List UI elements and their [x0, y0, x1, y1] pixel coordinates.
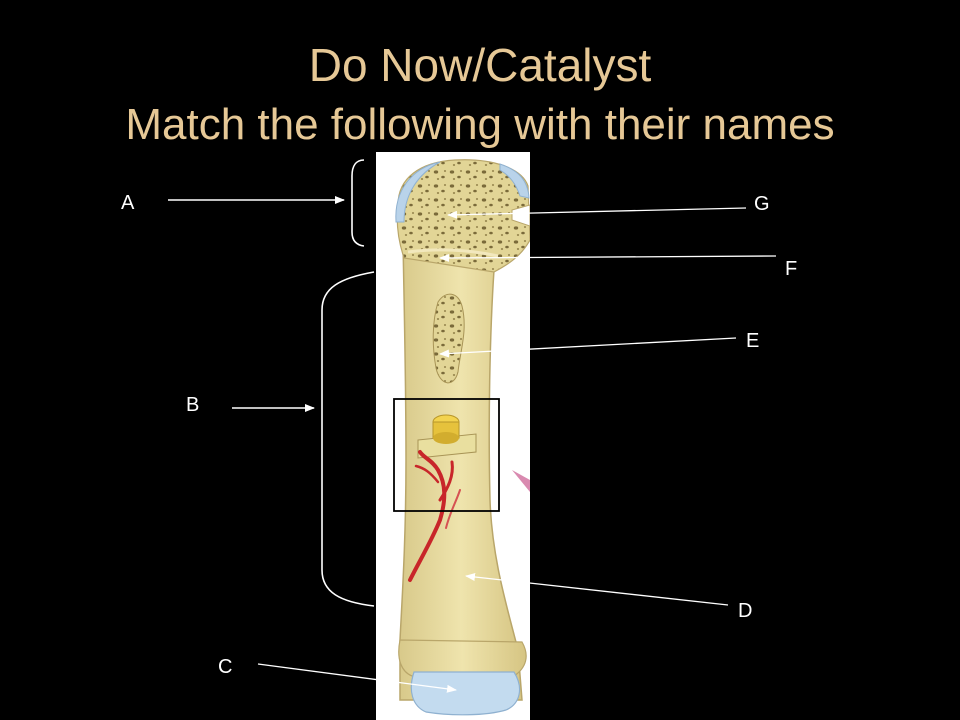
- blood-vessel-branch-2: [414, 464, 440, 484]
- bracket-a: [351, 159, 365, 247]
- medullary-cavity: [432, 293, 465, 384]
- epiphyseal-line: [407, 248, 499, 258]
- long-bone: [395, 159, 530, 716]
- diaphysis: [399, 229, 523, 701]
- articular-cartilage-bottom: [410, 671, 521, 716]
- blood-vessel-branch-1: [438, 460, 454, 502]
- arrow-d: [465, 573, 729, 606]
- arrow-f: [439, 253, 777, 262]
- label-a: A: [121, 192, 135, 214]
- label-g: G: [754, 193, 770, 215]
- label-c: C: [218, 656, 233, 678]
- label-d: D: [738, 600, 753, 622]
- marrow-plug-bottom: [433, 432, 459, 444]
- periosteum-flap: [512, 470, 530, 492]
- slide-subtitle: Match the following with their names: [125, 100, 835, 149]
- arrow-g: [447, 207, 747, 219]
- spongy-bone-head: [396, 159, 530, 273]
- articular-cartilage-top: [395, 161, 441, 223]
- bracket-b: [321, 271, 375, 607]
- label-b: B: [186, 394, 200, 416]
- label-e: E: [746, 330, 760, 352]
- epiphyseal-notch: [511, 204, 530, 227]
- articular-cartilage-side: [499, 163, 530, 199]
- arrow-c: [257, 663, 457, 693]
- label-f: F: [785, 258, 798, 280]
- magnified-region-box: [393, 398, 500, 512]
- arrow-e: [439, 337, 737, 358]
- slide-title: Do Now/Catalyst: [308, 39, 652, 91]
- blood-vessel-branch-3: [445, 489, 461, 529]
- distal-epiphysis: [398, 639, 527, 677]
